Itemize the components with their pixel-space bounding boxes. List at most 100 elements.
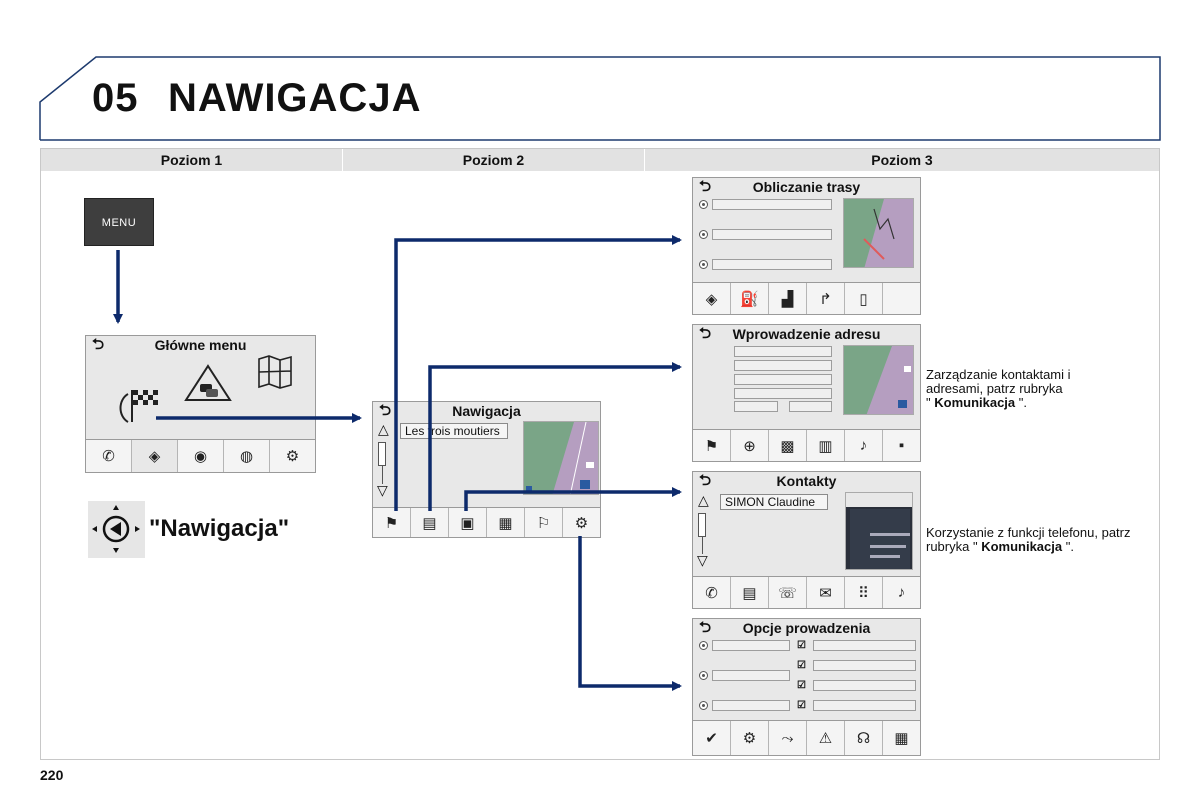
scroll-track (382, 466, 383, 484)
vehicle-icon[interactable]: ▟ (769, 283, 807, 314)
address-field-extra-1[interactable] (734, 401, 778, 412)
confirm-icon[interactable]: ✔ (693, 721, 731, 755)
back-icon[interactable]: ⮌ (699, 178, 712, 195)
traffic-icon[interactable] (184, 364, 232, 402)
address-field-country[interactable] (734, 346, 832, 357)
scrollbar[interactable] (378, 442, 386, 466)
back-icon[interactable]: ⮌ (699, 619, 712, 636)
parking-icon[interactable]: ▩ (769, 430, 807, 461)
scroll-down-icon[interactable]: ▽ (697, 552, 708, 568)
options-icon[interactable]: ⚙ (574, 514, 589, 532)
options-icon[interactable]: ⚙ (731, 721, 769, 755)
contacts-screen: ⮌ Kontakty △ ▽ SIMON Claudine ✆ ▤ ☏ ✉ ⠿ … (692, 471, 921, 609)
scroll-track (702, 537, 703, 554)
guidance-icon[interactable]: ♪ (845, 430, 883, 461)
route-calculation-screen: ⮌ Obliczanie trasy ◈ ⛽ ▟ ↱ ▯ (692, 177, 921, 315)
destination-flag-icon[interactable]: ⚑ (693, 430, 731, 461)
map-icon[interactable]: ▦ (894, 730, 909, 747)
card-icon[interactable]: ▯ (845, 283, 883, 314)
navigation-key[interactable] (88, 501, 145, 558)
check-field-2[interactable] (813, 660, 916, 671)
chapter-title: NAWIGACJA (168, 76, 422, 120)
contact-card-icon[interactable]: ▤ (731, 577, 769, 608)
voice-icon[interactable]: ☊ (845, 721, 883, 755)
navigation-icon[interactable]: ◈ (693, 283, 731, 314)
radio-option-1[interactable] (699, 641, 708, 650)
checkbox-4[interactable]: ☑ (797, 700, 806, 711)
option-field-1[interactable] (712, 199, 832, 210)
scroll-up-icon[interactable]: △ (698, 492, 709, 508)
map-thumbnail (523, 421, 599, 495)
fuel-icon[interactable]: ⛽ (731, 283, 769, 314)
route-icon[interactable]: ⤳ (769, 721, 807, 755)
guidance-options-screen: ⮌ Opcje prowadzenia ☑ ☑ ☑ ☑ ✔ ⚙ ⤳ ⚠ ☊ ▦ (692, 618, 921, 756)
radio-option-1[interactable] (699, 200, 708, 209)
contacts-icon[interactable]: ▣ (449, 508, 487, 537)
contact-photo (845, 492, 913, 570)
media-icon[interactable]: ◉ (178, 440, 224, 472)
phone-icon[interactable]: ✆ (693, 577, 731, 608)
address-icon[interactable]: ▤ (411, 508, 449, 537)
address-field-number[interactable] (734, 388, 832, 399)
checkbox-2[interactable]: ☑ (797, 660, 806, 671)
option-field-3[interactable] (712, 259, 832, 270)
menu-button[interactable]: MENU (84, 198, 154, 246)
navigation-screen-title: Nawigacja (452, 403, 521, 419)
option-field-2[interactable] (712, 670, 790, 681)
checkbox-3[interactable]: ☑ (797, 680, 806, 691)
back-icon[interactable]: ⮌ (699, 472, 712, 489)
sms-icon[interactable]: ✉ (807, 577, 845, 608)
navigation-icon[interactable]: ◈ (132, 440, 178, 472)
bluetooth-phone-icon[interactable]: ✆ (86, 440, 132, 472)
column-header-level-1: Poziom 1 (41, 149, 343, 171)
radio-option-3[interactable] (699, 701, 708, 710)
phone-functions-note: Korzystanie z funkcji telefonu, patrz ru… (926, 525, 1131, 554)
route-map-thumbnail (843, 198, 914, 268)
option-field-2[interactable] (712, 229, 832, 240)
internet-icon[interactable]: ◍ (224, 440, 270, 472)
destination-flag-icon[interactable] (116, 386, 160, 424)
save-icon[interactable]: ▪ (898, 437, 905, 454)
option-field-3[interactable] (712, 700, 790, 711)
scroll-up-icon[interactable]: △ (378, 421, 389, 437)
checkbox-1[interactable]: ☑ (797, 640, 806, 651)
contact-name[interactable]: SIMON Claudine (720, 494, 828, 510)
address-field-extra-2[interactable] (789, 401, 832, 412)
address-entry-screen: ⮌ Wprowadzenie adresu ⚑ ⊕ ▩ ▥ ♪ ▪ (692, 324, 921, 462)
back-icon[interactable]: ⮌ (92, 336, 105, 353)
address-entry-title: Wprowadzenie adresu (732, 326, 881, 342)
address-field-street[interactable] (734, 374, 832, 385)
address-field-city[interactable] (734, 360, 832, 371)
call-icon[interactable]: ☏ (769, 577, 807, 608)
settings-icon[interactable]: ⚙ (285, 448, 300, 465)
contacts-management-note: Zarządzanie kontaktami i adresami, patrz… (926, 367, 1071, 410)
map-icon[interactable]: ▦ (487, 508, 525, 537)
back-icon[interactable]: ⮌ (699, 325, 712, 342)
chapter-number: 05 (92, 76, 139, 120)
address-map-thumbnail (843, 345, 914, 415)
guidance-icon[interactable]: ↱ (807, 283, 845, 314)
poi-icon[interactable]: ▥ (807, 430, 845, 461)
traffic-icon[interactable]: ⚠ (807, 721, 845, 755)
flag-icon[interactable]: ⚐ (525, 508, 563, 537)
option-field-1[interactable] (712, 640, 790, 651)
back-icon[interactable]: ⮌ (379, 402, 392, 419)
destination-flag-icon[interactable]: ⚑ (373, 508, 411, 537)
check-field-3[interactable] (813, 680, 916, 691)
page-number: 220 (40, 767, 64, 783)
keypad-icon[interactable]: ⠿ (845, 577, 883, 608)
gps-icon[interactable]: ⊕ (731, 430, 769, 461)
map-icon[interactable] (256, 354, 294, 390)
destination-input[interactable]: Les trois moutiers (400, 423, 508, 439)
scroll-down-icon[interactable]: ▽ (377, 482, 388, 498)
radio-option-2[interactable] (699, 671, 708, 680)
content-frame (40, 148, 1160, 760)
radio-option-2[interactable] (699, 230, 708, 239)
check-field-1[interactable] (813, 640, 916, 651)
radio-option-3[interactable] (699, 260, 708, 269)
guidance-icon[interactable]: ♪ (897, 584, 906, 601)
column-header-level-3: Poziom 3 (645, 149, 1159, 171)
scrollbar[interactable] (698, 513, 706, 537)
check-field-4[interactable] (813, 700, 916, 711)
column-header-level-2: Poziom 2 (343, 149, 645, 171)
